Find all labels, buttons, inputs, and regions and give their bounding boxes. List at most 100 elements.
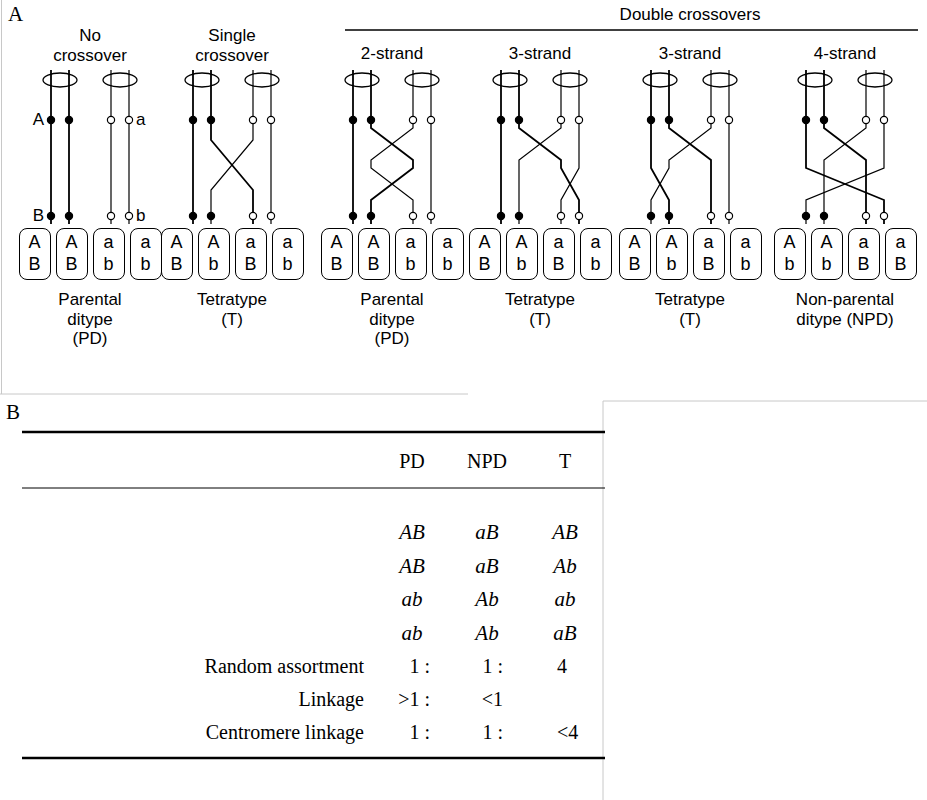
allele-dot (65, 116, 72, 123)
chromatid (806, 70, 884, 224)
table-cell: AB (399, 520, 425, 544)
chromatid (371, 70, 413, 224)
spore-box: aB (885, 228, 917, 280)
crop-border (603, 401, 604, 800)
chromatid (211, 70, 253, 224)
centromere (345, 73, 379, 87)
allele-dot (349, 212, 356, 219)
allele-dot (125, 116, 132, 123)
allele-text: b (821, 254, 831, 276)
chromatid (561, 70, 579, 224)
chromatid (651, 70, 711, 224)
allele-dot (189, 212, 196, 219)
allele-text: b (282, 254, 292, 276)
ratio-value: >1 : (398, 688, 430, 711)
chromatid (519, 70, 579, 224)
ratio-value: <4 (557, 721, 578, 744)
allele-dot (880, 116, 887, 123)
row-label: Linkage (298, 688, 364, 711)
tetrad-class-label: Tetratype (T) (196, 290, 268, 329)
spore-box: ab (130, 228, 162, 280)
allele-dot (820, 116, 827, 123)
centromere (643, 73, 677, 87)
column-header: 2-strand (361, 44, 423, 64)
chromatid (371, 70, 413, 224)
centromere (798, 73, 832, 87)
spore-box: aB (235, 228, 267, 280)
allele-dot (409, 212, 416, 219)
spore-box: ab (432, 228, 464, 280)
allele-dot (802, 212, 809, 219)
allele-dot (207, 116, 214, 123)
allele-text: A (515, 232, 527, 254)
allele-text: a (740, 232, 750, 254)
allele-dot (107, 116, 114, 123)
allele-dot (725, 212, 732, 219)
allele-dot (107, 212, 114, 219)
allele-text: B (330, 254, 342, 276)
crop-border (603, 401, 927, 402)
group-header: Double crossovers (620, 5, 761, 25)
allele-label: a (136, 110, 145, 130)
allele-dot (707, 212, 714, 219)
allele-dot (427, 116, 434, 123)
allele-text: a (405, 232, 415, 254)
centromere (493, 73, 527, 87)
allele-text: b (103, 254, 113, 276)
allele-text: a (590, 232, 600, 254)
table-cell: Ab (475, 587, 498, 611)
chromatid (728, 70, 729, 224)
chromatid (270, 70, 271, 224)
tetrad-class-label: Parental ditype (PD) (57, 290, 123, 349)
allele-text: A (28, 232, 40, 254)
spore-box: ab (93, 228, 125, 280)
allele-dot (65, 212, 72, 219)
chromatid (824, 70, 866, 224)
allele-text: b (740, 254, 750, 276)
allele-dot (267, 116, 274, 123)
table-header: PD (399, 450, 425, 473)
spore-box: aB (693, 228, 725, 280)
allele-text: B (28, 254, 40, 276)
allele-text: b (516, 254, 526, 276)
allele-dot (557, 212, 564, 219)
table-cell: ab (555, 587, 576, 611)
allele-text: b (140, 254, 150, 276)
allele-text: a (245, 232, 255, 254)
allele-dot (189, 116, 196, 123)
allele-dot (647, 212, 654, 219)
spore-box: AB (469, 228, 501, 280)
spore-box: AB (358, 228, 390, 280)
chromatid (128, 70, 129, 224)
chromatid (192, 70, 194, 224)
table-cell: AB (399, 554, 425, 578)
allele-text: B (65, 254, 77, 276)
allele-dot (125, 212, 132, 219)
crop-border (0, 394, 468, 395)
centromere (703, 73, 737, 87)
allele-dot (207, 212, 214, 219)
centromere (43, 73, 77, 87)
tetrad-class-label: Parental ditype (PD) (359, 290, 425, 349)
allele-text: A (65, 232, 77, 254)
column-header: Single crossover (194, 26, 270, 65)
allele-dot (515, 212, 522, 219)
allele-text: A (783, 232, 795, 254)
allele-text: a (703, 232, 713, 254)
ratio-value: <1 (482, 688, 503, 711)
column-header: 4-strand (814, 44, 876, 64)
centromere (185, 73, 219, 87)
chromatid (430, 70, 431, 224)
allele-dot (349, 116, 356, 123)
allele-text: b (784, 254, 794, 276)
allele-dot (515, 116, 522, 123)
chromatid (669, 70, 711, 224)
chromatid (50, 70, 52, 224)
allele-dot (707, 116, 714, 123)
chromatid (110, 70, 111, 224)
allele-text: A (330, 232, 342, 254)
ratio-value: 4 (557, 655, 567, 678)
allele-text: A (628, 232, 640, 254)
allele-dot (665, 116, 672, 123)
